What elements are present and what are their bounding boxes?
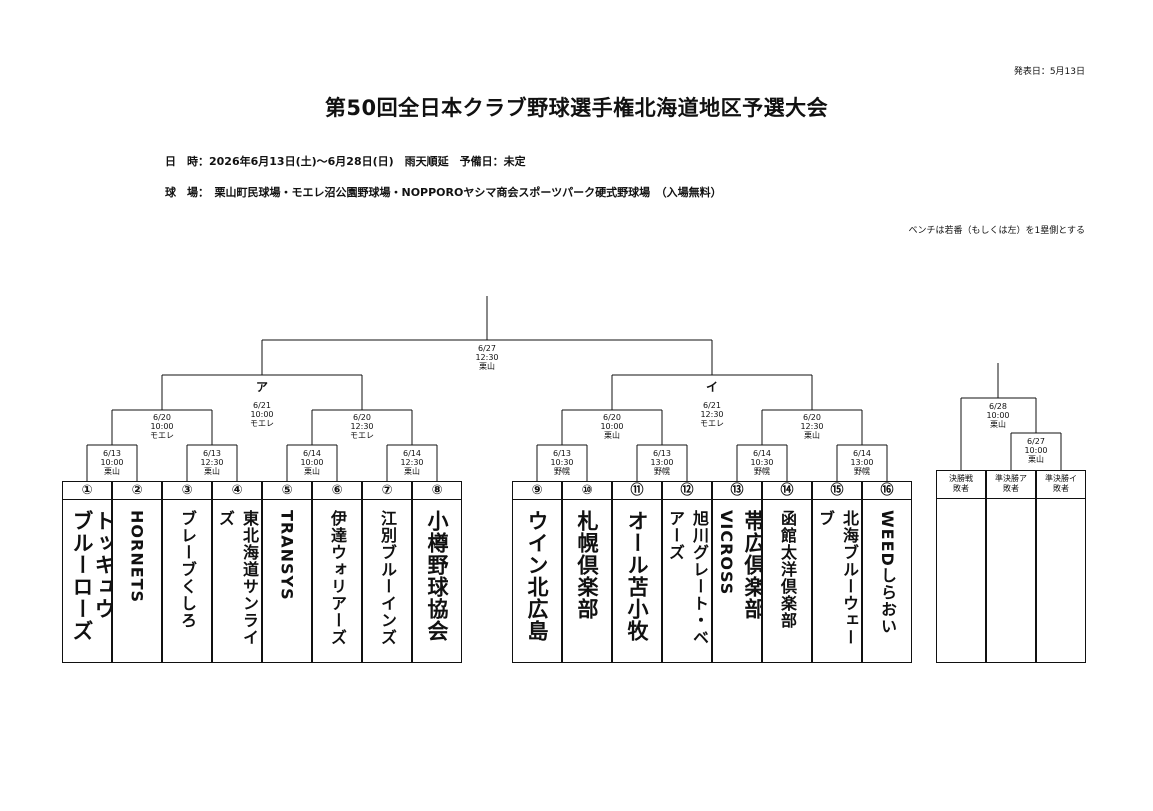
team-number: ① xyxy=(62,481,112,500)
team-name: 函館太洋倶楽部 xyxy=(778,510,797,629)
schedule-info: 日 時：2026年6月13日(土)～6月28日(日) 雨天順延 予備日：未定 xyxy=(165,155,526,168)
team-number: ⑥ xyxy=(312,481,362,500)
team-name: 江別ブルーインズ xyxy=(378,510,397,646)
team-name: ウイン北広島 xyxy=(525,510,549,642)
team-name: ブルーローズ xyxy=(70,510,94,642)
team-cell: 東北海道サンライズ xyxy=(212,499,262,663)
team-name: オール苫小牧 xyxy=(625,510,649,642)
team-number: ⑤ xyxy=(262,481,312,500)
team-name: 帯広倶楽部 xyxy=(742,510,762,620)
team-cell: オール苫小牧 xyxy=(612,499,662,663)
team-name: 北海ブルーウェーブ xyxy=(816,510,859,646)
team-name: 伊達ウォリアーズ xyxy=(328,510,347,646)
team-name: 札幌倶楽部 xyxy=(575,510,599,620)
publish-date: 発表日：5月13日 xyxy=(1013,67,1085,77)
placement-header-semi-i-loser: 準決勝イ 敗者 xyxy=(1036,470,1086,499)
team-cell: WEEDしらおい xyxy=(862,499,912,663)
team-name: TRANSYS xyxy=(277,510,297,601)
team-name: HORNETS xyxy=(127,510,147,604)
placement-cell xyxy=(936,498,986,663)
team-cell: TRANSYS xyxy=(262,499,312,663)
team-name: 旭川グレート・ベアーズ xyxy=(666,510,709,646)
team-name: ブレーブくしろ xyxy=(178,510,197,629)
team-number: ⑩ xyxy=(562,481,612,500)
team-cell: 函館太洋倶楽部 xyxy=(762,499,812,663)
team-number: ③ xyxy=(162,481,212,500)
team-number: ⑪ xyxy=(612,481,662,500)
team-cell: トッキュウブルーローズ xyxy=(62,499,112,663)
team-name: VICROSS xyxy=(717,510,736,596)
team-number: ④ xyxy=(212,481,262,500)
team-number: ⑦ xyxy=(362,481,412,500)
team-cell: 北海ブルーウェーブ xyxy=(812,499,862,663)
team-name: トッキュウ xyxy=(92,510,112,620)
team-number: ⑫ xyxy=(662,481,712,500)
page-title: 第50回全日本クラブ野球選手権北海道地区予選大会 xyxy=(324,96,829,120)
placement-header-semi-a-loser: 準決勝ア 敗者 xyxy=(986,470,1036,499)
team-number: ⑧ xyxy=(412,481,462,500)
team-number: ⑭ xyxy=(762,481,812,500)
team-name: 小樽野球協会 xyxy=(425,510,449,642)
team-number: ② xyxy=(112,481,162,500)
venue-info: 球 場： 栗山町民球場・モエレ沼公園野球場・NOPPOROヤシマ商会スポーツパー… xyxy=(165,186,722,199)
team-cell: 小樽野球協会 xyxy=(412,499,462,663)
team-name: WEEDしらおい xyxy=(878,510,897,635)
team-cell: 江別ブルーインズ xyxy=(362,499,412,663)
bench-note: ベンチは若番（もしくは左）を1塁側とする xyxy=(908,226,1085,236)
placement-cell xyxy=(986,498,1036,663)
team-number: ⑮ xyxy=(812,481,862,500)
block-label-i: イ xyxy=(705,380,719,394)
team-cell: 旭川グレート・ベアーズ xyxy=(662,499,712,663)
team-cell: 伊達ウォリアーズ xyxy=(312,499,362,663)
team-cell: 帯広倶楽部 VICROSS xyxy=(712,499,762,663)
team-number: ⑯ xyxy=(862,481,912,500)
team-name: 東北海道サンライズ xyxy=(216,510,259,646)
team-cell: 札幌倶楽部 xyxy=(562,499,612,663)
team-cell: HORNETS xyxy=(112,499,162,663)
placement-cell xyxy=(1036,498,1086,663)
block-label-a: ア xyxy=(255,380,269,394)
team-number: ⑨ xyxy=(512,481,562,500)
team-cell: ウイン北広島 xyxy=(512,499,562,663)
placement-header-final-loser: 決勝戦 敗者 xyxy=(936,470,986,499)
team-cell: ブレーブくしろ xyxy=(162,499,212,663)
team-number: ⑬ xyxy=(712,481,762,500)
